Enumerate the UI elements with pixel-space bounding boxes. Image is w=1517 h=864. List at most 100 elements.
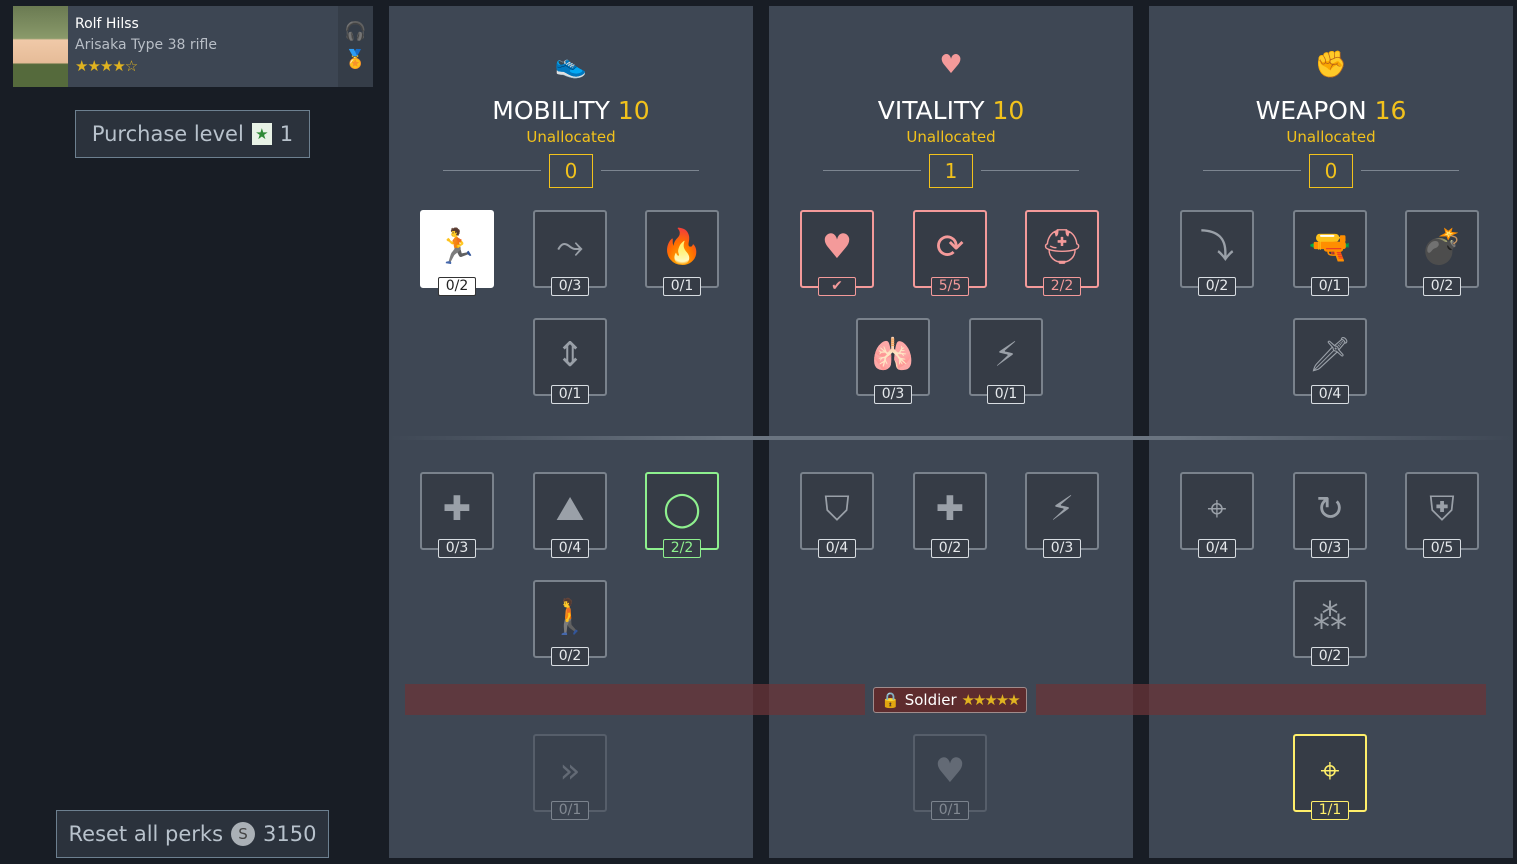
- pistol-perk-icon: 🔫: [1308, 227, 1352, 267]
- perk-count: 0/1: [551, 801, 589, 820]
- perk-count: 0/1: [663, 277, 701, 296]
- divider-line: [981, 170, 1079, 171]
- soldier-portrait: [13, 6, 68, 87]
- run-perk[interactable]: 🚶0/2: [533, 580, 607, 666]
- column-title: MOBILITY 10: [389, 96, 753, 125]
- armor-perk-icon: ⛉: [824, 489, 850, 529]
- shield-perk-icon: ⛨: [1429, 489, 1455, 529]
- melee-perk-icon: 🗡: [1308, 335, 1352, 375]
- perk-count: 0/3: [874, 385, 912, 404]
- crawl-perk[interactable]: ⤳0/3: [533, 210, 607, 296]
- sprint-perk-icon: 🏃: [435, 227, 479, 267]
- armor-perk[interactable]: ⛉ 0/4: [800, 472, 874, 558]
- unallocated-label: Unallocated: [526, 128, 616, 146]
- perk-count: 0/4: [818, 539, 856, 558]
- perk-count: 0/2: [1311, 647, 1349, 666]
- energy-perk[interactable]: ⚡ 0/1: [969, 318, 1043, 404]
- purchase-level-button[interactable]: Purchase level ★ 1: [75, 110, 310, 158]
- perk-count: 0/1: [1311, 277, 1349, 296]
- shield-perk[interactable]: ⛨ 0/5: [1405, 472, 1479, 558]
- perk-count: 0/2: [438, 277, 476, 296]
- headphones-icon[interactable]: 🎧: [344, 21, 367, 42]
- divider-line: [1203, 170, 1301, 171]
- medal-icon[interactable]: 🏅: [344, 49, 367, 70]
- climb-perk-icon: ⛰: [555, 489, 585, 529]
- sprint-boost-perk[interactable]: » 0/1: [533, 734, 607, 820]
- stamina-perk[interactable]: ◯2/2: [645, 472, 719, 558]
- tier-divider: [389, 436, 1513, 440]
- level-token-icon: ★: [251, 123, 272, 145]
- aim-perk[interactable]: ⌖ 0/4: [1180, 472, 1254, 558]
- fire-resist-perk[interactable]: 🔥 0/1: [645, 210, 719, 296]
- perk-count: 0/3: [1311, 539, 1349, 558]
- lock-bar-right: [1036, 684, 1486, 715]
- column-title: WEAPON 16: [1149, 96, 1513, 125]
- sprint-perk[interactable]: 🏃 0/2: [420, 210, 494, 296]
- crawl-perk-icon: ⤳: [556, 227, 584, 267]
- perk-count: 0/5: [1423, 539, 1461, 558]
- fire-resist-perk-icon: 🔥: [660, 227, 704, 267]
- purchase-label: Purchase level: [91, 122, 244, 146]
- revive-perk-icon: ⟳: [935, 227, 965, 267]
- perk-count: 0/4: [1311, 385, 1349, 404]
- reset-perks-button[interactable]: Reset all perks S 3150: [56, 810, 329, 858]
- unallocated-points: 0: [549, 154, 593, 188]
- energy-boost-perk-icon: ⚡: [1050, 489, 1074, 529]
- revive-perk[interactable]: ⟳5/5: [913, 210, 987, 296]
- lock-bar-left: [405, 684, 865, 715]
- perk-count: 0/4: [551, 539, 589, 558]
- perk-count: 0/2: [1423, 277, 1461, 296]
- perk-count: 0/1: [931, 801, 969, 820]
- focus-perk-icon: ⌖: [1320, 751, 1340, 791]
- reset-cost: 3150: [263, 822, 317, 846]
- column-value: 16: [1374, 96, 1407, 125]
- heal-boost-perk[interactable]: ✚0/2: [913, 472, 987, 558]
- helmet-perk[interactable]: ⛑2/2: [1025, 210, 1099, 296]
- reload-perk[interactable]: ↻ 0/3: [1293, 472, 1367, 558]
- heal-speed-perk[interactable]: ✚0/3: [420, 472, 494, 558]
- energy-boost-perk[interactable]: ⚡ 0/3: [1025, 472, 1099, 558]
- aim-perk-icon: ⌖: [1207, 489, 1227, 529]
- run-perk-icon: 🚶: [548, 597, 592, 637]
- stance-perk[interactable]: ⤵0/2: [1180, 210, 1254, 296]
- divider-line: [823, 170, 921, 171]
- purchase-value: 1: [279, 122, 294, 146]
- lungs-perk-icon: 🫁: [871, 335, 915, 375]
- climb-perk[interactable]: ⛰ 0/4: [533, 472, 607, 558]
- perk-count: 0/1: [551, 385, 589, 404]
- soldier-rank-lock-badge: 🔒 Soldier ★★★★★: [873, 687, 1027, 713]
- soldier-rank-stars: ★★★★☆: [75, 57, 138, 75]
- health-perk[interactable]: ♥✔: [800, 210, 874, 296]
- melee-perk[interactable]: 🗡 0/4: [1293, 318, 1367, 404]
- perk-count: 0/1: [987, 385, 1025, 404]
- lungs-perk[interactable]: 🫁 0/3: [856, 318, 930, 404]
- unallocated-points: 0: [1309, 154, 1353, 188]
- heart-boost-perk[interactable]: ♥0/1: [913, 734, 987, 820]
- unallocated-points: 1: [929, 154, 973, 188]
- grenade-perk[interactable]: 💣 0/2: [1405, 210, 1479, 296]
- column-value: 10: [992, 96, 1025, 125]
- ammo-perk[interactable]: ⁂0/2: [1293, 580, 1367, 666]
- vitality-icon: ♥: [939, 50, 963, 80]
- weapon-icon: ✊: [1314, 50, 1348, 80]
- focus-perk[interactable]: ⌖1/1: [1293, 734, 1367, 820]
- column-name: WEAPON: [1255, 96, 1367, 125]
- crouch-perk[interactable]: ⇕ 0/1: [533, 318, 607, 404]
- perk-column-vitality: ♥ VITALITY 10 Unallocated 1: [769, 6, 1133, 858]
- heal-speed-perk-icon: ✚: [442, 489, 472, 529]
- perk-column-mobility: 👟 MOBILITY 10 Unallocated 0: [389, 6, 753, 858]
- energy-perk-icon: ⚡: [994, 335, 1018, 375]
- crouch-perk-icon: ⇕: [555, 335, 585, 375]
- heal-boost-perk-icon: ✚: [935, 489, 965, 529]
- lock-stars: ★★★★★: [961, 691, 1020, 709]
- perk-count: 0/2: [1198, 277, 1236, 296]
- lock-label: Soldier: [904, 691, 957, 709]
- divider-line: [443, 170, 541, 171]
- grenade-perk-icon: 💣: [1420, 227, 1464, 267]
- perk-count: 0/4: [1198, 539, 1236, 558]
- perk-count: 0/3: [1043, 539, 1081, 558]
- sprint-boost-perk-icon: »: [559, 751, 581, 791]
- reload-perk-icon: ↻: [1315, 489, 1345, 529]
- pistol-perk[interactable]: 🔫 0/1: [1293, 210, 1367, 296]
- soldier-card[interactable]: Rolf Hilss Arisaka Type 38 rifle ★★★★☆ 🎧…: [13, 6, 373, 87]
